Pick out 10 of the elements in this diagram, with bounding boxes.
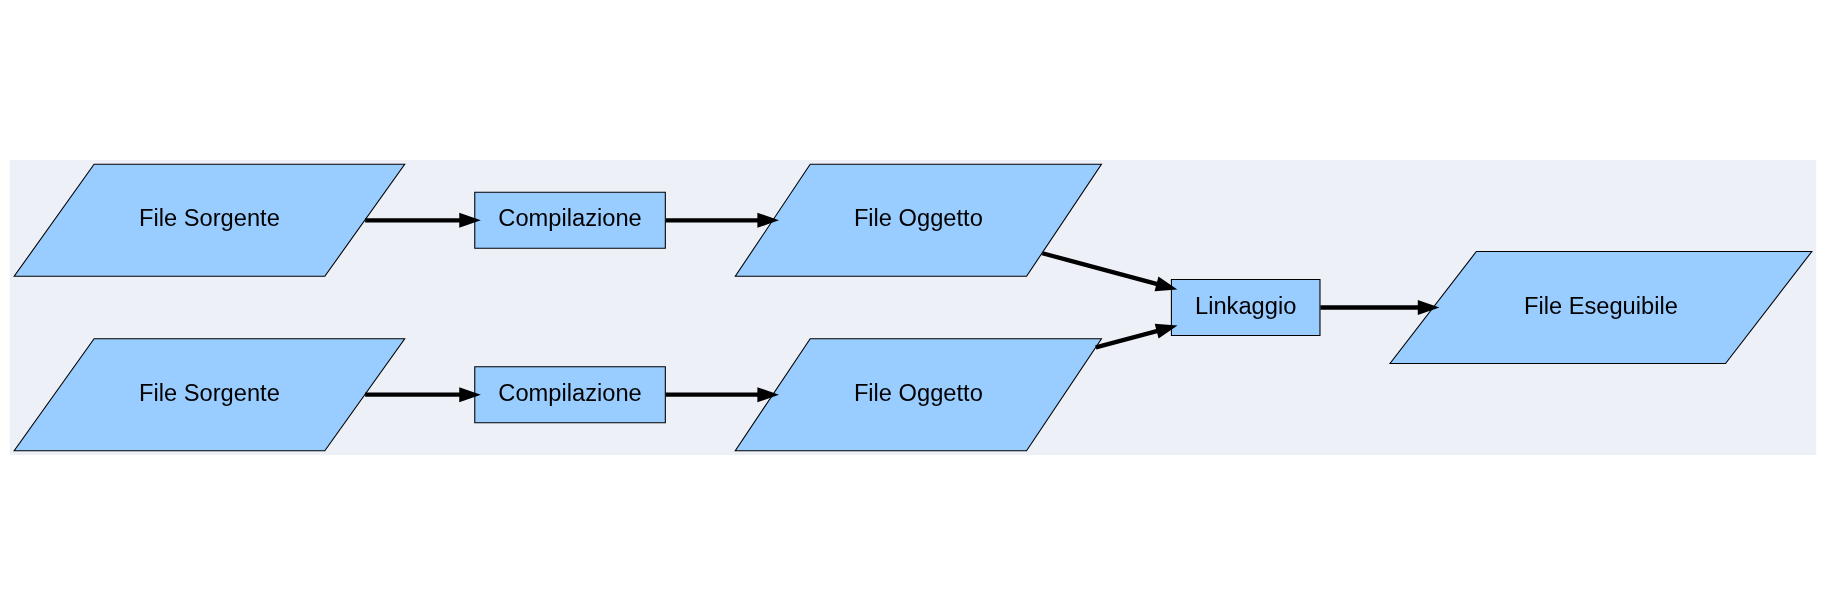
node-box: Compilazione xyxy=(474,191,666,249)
arrow xyxy=(365,212,481,228)
arrow xyxy=(665,212,779,228)
arrow xyxy=(1095,323,1178,349)
arrow xyxy=(365,386,481,402)
arrow xyxy=(1041,250,1178,291)
arrow xyxy=(1320,299,1440,315)
node-box: Linkaggio xyxy=(1170,278,1321,336)
node-box: Compilazione xyxy=(474,365,666,423)
arrow xyxy=(665,386,779,402)
